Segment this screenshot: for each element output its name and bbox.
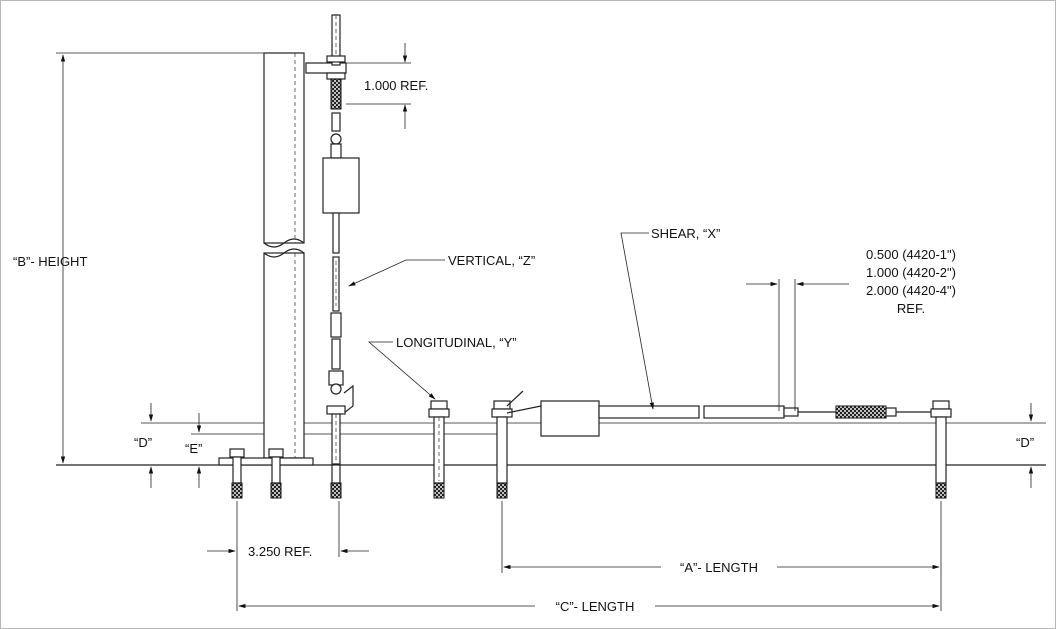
offset-label-2: 1.000 (4420-2") [866, 265, 956, 280]
offset-label-3: 2.000 (4420-4") [866, 283, 956, 298]
offset-label-1: 0.500 (4420-1") [866, 247, 956, 262]
longitudinal-y-leader [367, 341, 436, 400]
anchor-bolt-2 [268, 448, 284, 499]
longitudinal-bolt [428, 400, 450, 499]
c-length-label: “C”- LENGTH [556, 599, 635, 614]
vertical-z-label: VERTICAL, “Z” [448, 253, 535, 268]
longitudinal-y-label: LONGITUDINAL, “Y” [396, 335, 517, 350]
vertical-column [56, 52, 314, 466]
b-height-label: “B”- HEIGHT [13, 254, 87, 269]
a-length-label: “A”- LENGTH [680, 560, 758, 575]
vertical-rod-assembly [305, 14, 360, 465]
anchor-bolt-3 [330, 464, 342, 499]
offset-ref-label: REF. [897, 301, 925, 316]
vertical-z-leader [348, 259, 445, 287]
d-left-label: “D” [134, 435, 152, 450]
e-left-label: “E” [185, 441, 202, 456]
one-ref-label: 1.000 REF. [364, 78, 428, 93]
shear-assembly [491, 390, 952, 499]
d-right-label: “D” [1016, 435, 1034, 450]
shear-x-label: SHEAR, “X” [651, 226, 720, 241]
shear-x-leader [620, 232, 654, 410]
ref-3250-label: 3.250 REF. [248, 544, 312, 559]
anchor-bolt-1 [229, 448, 245, 499]
